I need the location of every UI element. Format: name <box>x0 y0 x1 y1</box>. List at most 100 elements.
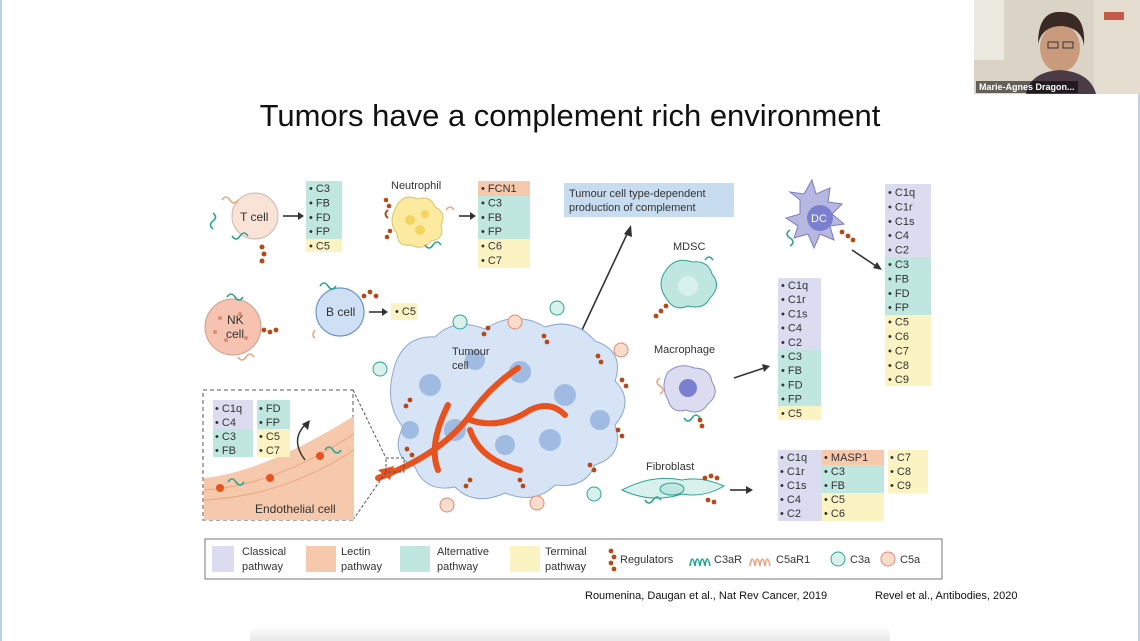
complement-item: • C6 <box>888 331 909 343</box>
t-cell-complement-list: • C3• FB• FD• FP• C5 <box>306 181 342 253</box>
complement-item: • C4 <box>781 323 802 335</box>
fibroblast-complement-list: • C1q• C1r• C1s• C4• C2• MASP1• C3• FB• … <box>778 450 928 521</box>
complement-item: • C3 <box>781 351 802 363</box>
complement-item: • FB <box>888 273 909 285</box>
pathway-legend: Classical pathway Lectin pathway Alterna… <box>204 538 943 580</box>
complement-item: • C1s <box>780 480 807 492</box>
complement-item: • FB <box>481 212 502 224</box>
complement-item: • C5 <box>259 431 280 443</box>
complement-item: • FP <box>781 394 802 406</box>
participant-name: Marie-Agnes Dragon... <box>976 81 1078 93</box>
svg-text:cell: cell <box>226 327 244 341</box>
complement-item: • FP <box>888 302 909 314</box>
complement-item: • C3 <box>888 259 909 271</box>
svg-text:Tumour: Tumour <box>452 346 490 358</box>
complement-item: • C5 <box>824 494 845 506</box>
complement-item: • C2 <box>780 508 801 520</box>
complement-item: • C5 <box>395 306 416 318</box>
slide-border-right <box>1138 0 1140 641</box>
complement-item: • FB <box>781 365 802 377</box>
complement-item: • C5 <box>888 317 909 329</box>
complement-item: • C1s <box>888 216 915 228</box>
svg-text:C3a: C3a <box>850 554 871 566</box>
svg-text:Tumour cell type-dependent: Tumour cell type-dependent <box>569 188 706 200</box>
tumour-production-callout: Tumour cell type-dependent production of… <box>564 183 734 346</box>
complement-item: • C7 <box>481 255 502 267</box>
svg-text:Lectin: Lectin <box>341 546 370 558</box>
complement-item: • C7 <box>890 452 911 464</box>
svg-text:Classical: Classical <box>242 546 286 558</box>
complement-item: • FP <box>481 226 502 238</box>
b-cell-label: B cell <box>326 305 355 319</box>
svg-text:cell: cell <box>452 360 469 372</box>
complement-item: • C1q <box>781 280 808 292</box>
complement-item: • FB <box>309 197 330 209</box>
complement-item: • FD <box>309 212 331 224</box>
svg-text:pathway: pathway <box>242 561 283 573</box>
complement-item: • C8 <box>890 466 911 478</box>
legend-c5a-icon <box>880 551 896 567</box>
complement-item: • FCN1 <box>481 183 517 195</box>
tumour-mass: Tumour cell <box>375 318 629 500</box>
legend-c5ar1-icon <box>749 558 771 567</box>
neutrophil: Neutrophil <box>383 180 476 249</box>
fibroblast: Fibroblast <box>620 461 753 505</box>
complement-item: • C1r <box>780 466 805 478</box>
complement-item: • C7 <box>259 445 280 457</box>
t-cell: T cell <box>209 192 304 264</box>
complement-item: • C1r <box>888 201 913 213</box>
macrophage-label: Macrophage <box>654 344 715 356</box>
complement-item: • C2 <box>781 337 802 349</box>
legend-c3a-icon <box>830 551 846 567</box>
svg-text:Terminal: Terminal <box>545 546 587 558</box>
fibroblast-label: Fibroblast <box>646 461 694 473</box>
complement-item: • FD <box>888 288 910 300</box>
dendritic-cell: DC <box>784 178 882 270</box>
participant-video-tile[interactable]: Marie-Agnes Dragon... <box>974 0 1140 94</box>
participant-avatar <box>974 0 1140 94</box>
complement-item: • C3 <box>215 431 236 443</box>
nk-cell: NK cell <box>204 293 279 361</box>
complement-item: • C2 <box>888 245 909 257</box>
svg-text:pathway: pathway <box>545 561 586 573</box>
b-cell-complement-list: • C5 <box>391 303 417 320</box>
svg-text:C5a: C5a <box>900 554 921 566</box>
svg-text:Regulators: Regulators <box>620 554 674 566</box>
svg-text:production of complement: production of complement <box>569 202 696 214</box>
legend-regulators-icon <box>608 548 617 572</box>
complement-item: • FD <box>259 403 281 415</box>
legend-swatch-classical <box>212 546 234 572</box>
svg-text:Alternative: Alternative <box>437 546 489 558</box>
endothelial-inset: Endothelial cell • C1q• C4• C3• FB• FD• … <box>202 389 405 521</box>
complement-item: • C8 <box>888 360 909 372</box>
legend-swatch-terminal <box>510 546 540 572</box>
complement-item: • FB <box>215 445 236 457</box>
mdsc: MDSC <box>653 241 717 319</box>
complement-item: • C9 <box>890 480 911 492</box>
complement-item: • C4 <box>780 494 801 506</box>
dc-label: DC <box>811 213 827 225</box>
complement-item: • C3 <box>309 183 330 195</box>
citation-left: Roumenina, Daugan et al., Nat Rev Cancer… <box>585 590 828 602</box>
complement-item: • C7 <box>888 345 909 357</box>
complement-item: • C5 <box>309 241 330 253</box>
bottom-edge-shadow <box>250 626 890 641</box>
complement-item: • C6 <box>824 508 845 520</box>
mdsc-label: MDSC <box>673 241 705 253</box>
b-cell: B cell <box>312 282 388 339</box>
macrophage-complement-list: • C1q• C1r• C1s• C4• C2• C3• FB• FD• FP•… <box>778 278 821 420</box>
macrophage: Macrophage <box>654 344 770 429</box>
citation-right: Revel et al., Antibodies, 2020 <box>875 590 1018 602</box>
complement-item: • C3 <box>824 466 845 478</box>
complement-item: • C9 <box>888 374 909 386</box>
slide-border-left <box>0 0 2 641</box>
complement-item: • FB <box>824 480 845 492</box>
t-cell-label: T cell <box>240 210 268 224</box>
svg-text:pathway: pathway <box>341 561 382 573</box>
neutrophil-complement-list: • FCN1• C3• FB• FP• C6• C7 <box>478 181 530 268</box>
ligand-circles <box>372 300 629 513</box>
complement-item: • C6 <box>481 241 502 253</box>
legend-swatch-lectin <box>306 546 336 572</box>
